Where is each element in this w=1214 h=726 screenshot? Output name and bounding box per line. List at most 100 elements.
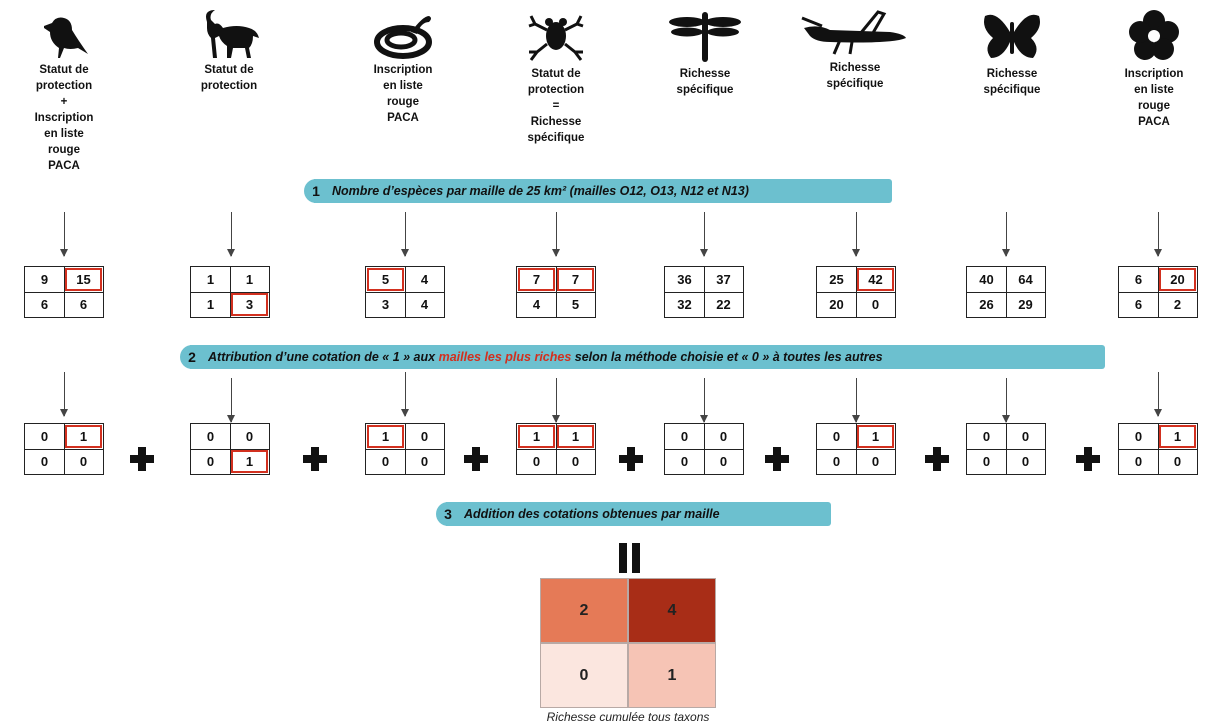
grid-cell: 0 (206, 454, 215, 469)
grid-cell: 1 (517, 424, 556, 449)
grid-cell: 1 (230, 449, 269, 474)
plus-icon (464, 447, 488, 471)
butterfly-icon (984, 14, 1040, 58)
dragonfly-icon (669, 12, 741, 62)
grid-cell: 42 (856, 267, 895, 292)
grid-cell: 0 (79, 454, 88, 469)
grid-cell: 0 (420, 429, 429, 444)
grid-cell: 6 (1134, 297, 1143, 312)
grid-cell: 1 (556, 424, 595, 449)
step-number: 2 (180, 345, 204, 369)
grid-cell: 25 (829, 272, 844, 287)
grid-cell: 0 (1134, 429, 1143, 444)
flow-arrow (852, 212, 860, 257)
grid-cell: 0 (1134, 454, 1143, 469)
step-number: 3 (436, 502, 460, 526)
grid-cell: 0 (245, 429, 254, 444)
grid-cell: 0 (571, 454, 580, 469)
grid-cell: 1 (206, 297, 215, 312)
taxon-column-4: Statut de protection = Richesse spécifiq… (501, 8, 611, 146)
grid-cell: 20 (1158, 267, 1197, 292)
flow-arrow (227, 378, 235, 423)
taxon-column-7: Richesse spécifique (957, 8, 1067, 98)
taxon-column-8: Inscription en liste rouge PACA (1099, 8, 1209, 130)
flow-arrow (700, 378, 708, 423)
grid-cell: 0 (719, 429, 728, 444)
result-cell: 4 (628, 578, 716, 643)
plus-icon (130, 447, 154, 471)
grid-cell: 3 (381, 297, 390, 312)
step-1-banner: 1 Nombre d’espèces par maille de 25 km² … (304, 179, 892, 203)
grid-cell: 3 (230, 292, 269, 317)
flow-arrow (552, 212, 560, 257)
flow-arrow (1002, 378, 1010, 423)
grid-cell: 0 (719, 454, 728, 469)
flow-arrow (60, 212, 68, 257)
grid-cell: 32 (677, 297, 692, 312)
grid-cell: 26 (979, 297, 994, 312)
grid-cell: 0 (680, 454, 689, 469)
result-grid: 2 4 0 1 (540, 578, 716, 708)
grid-cell: 0 (832, 429, 841, 444)
result-caption: Richesse cumulée tous taxons (546, 710, 710, 724)
plus-icon (1076, 447, 1100, 471)
grid-cell: 4 (420, 272, 429, 287)
result-cell: 0 (540, 643, 628, 708)
plus-icon (765, 447, 789, 471)
grid-cell: 0 (982, 454, 991, 469)
grid-cell: 29 (1018, 297, 1033, 312)
grid-cell: 15 (64, 267, 103, 292)
flow-arrow (401, 372, 409, 417)
step-number: 1 (304, 179, 328, 203)
flow-arrow (1002, 212, 1010, 257)
grid-cell: 0 (871, 454, 880, 469)
taxon-column-1: Statut de protection + Inscription en li… (9, 8, 119, 174)
taxon-column-2: Statut de protection (174, 8, 284, 94)
grid-cell: 0 (381, 454, 390, 469)
result-cell: 2 (540, 578, 628, 643)
grid-cell: 1 (64, 424, 103, 449)
taxon-label: Richesse spécifique (676, 68, 734, 96)
grid-cell: 1 (206, 272, 215, 287)
step-text: Nombre d’espèces par maille de 25 km² (m… (332, 184, 749, 198)
grid-cell: 7 (517, 267, 556, 292)
grid-cell: 0 (1173, 454, 1182, 469)
taxon-label: Richesse spécifique (826, 62, 884, 90)
grid-cell: 22 (716, 297, 731, 312)
grid-cell: 0 (1021, 454, 1030, 469)
step-text-part: selon la méthode choisie et « 0 » à tout… (571, 350, 883, 364)
plus-icon (925, 447, 949, 471)
flower-icon (1129, 10, 1179, 60)
grid-cell: 20 (829, 297, 844, 312)
grid-cell: 5 (366, 267, 405, 292)
taxon-label: Statut de protection = Richesse spécifiq… (527, 68, 585, 144)
grid-cell: 0 (832, 454, 841, 469)
equals-icon (619, 543, 641, 573)
taxon-column-5: Richesse spécifique (650, 8, 760, 98)
taxon-label: Statut de protection (200, 64, 258, 92)
flow-arrow (401, 212, 409, 257)
grid-cell: 64 (1018, 272, 1033, 287)
step-2-banner: 2 Attribution d’une cotation de « 1 » au… (180, 345, 1105, 369)
flow-arrow (227, 212, 235, 257)
grid-cell: 0 (532, 454, 541, 469)
grid-cell: 36 (677, 272, 692, 287)
taxon-column-3: Inscription en liste rouge PACA (348, 8, 458, 126)
grid-cell: 4 (420, 297, 429, 312)
grid-cell: 4 (532, 297, 541, 312)
flow-arrow (1154, 212, 1162, 257)
taxon-label: Inscription en liste rouge PACA (373, 64, 433, 124)
plus-icon (619, 447, 643, 471)
bird-icon (44, 17, 88, 58)
grid-cell: 0 (1021, 429, 1030, 444)
step-text-part: Attribution d’une cotation de « 1 » aux (208, 350, 439, 364)
